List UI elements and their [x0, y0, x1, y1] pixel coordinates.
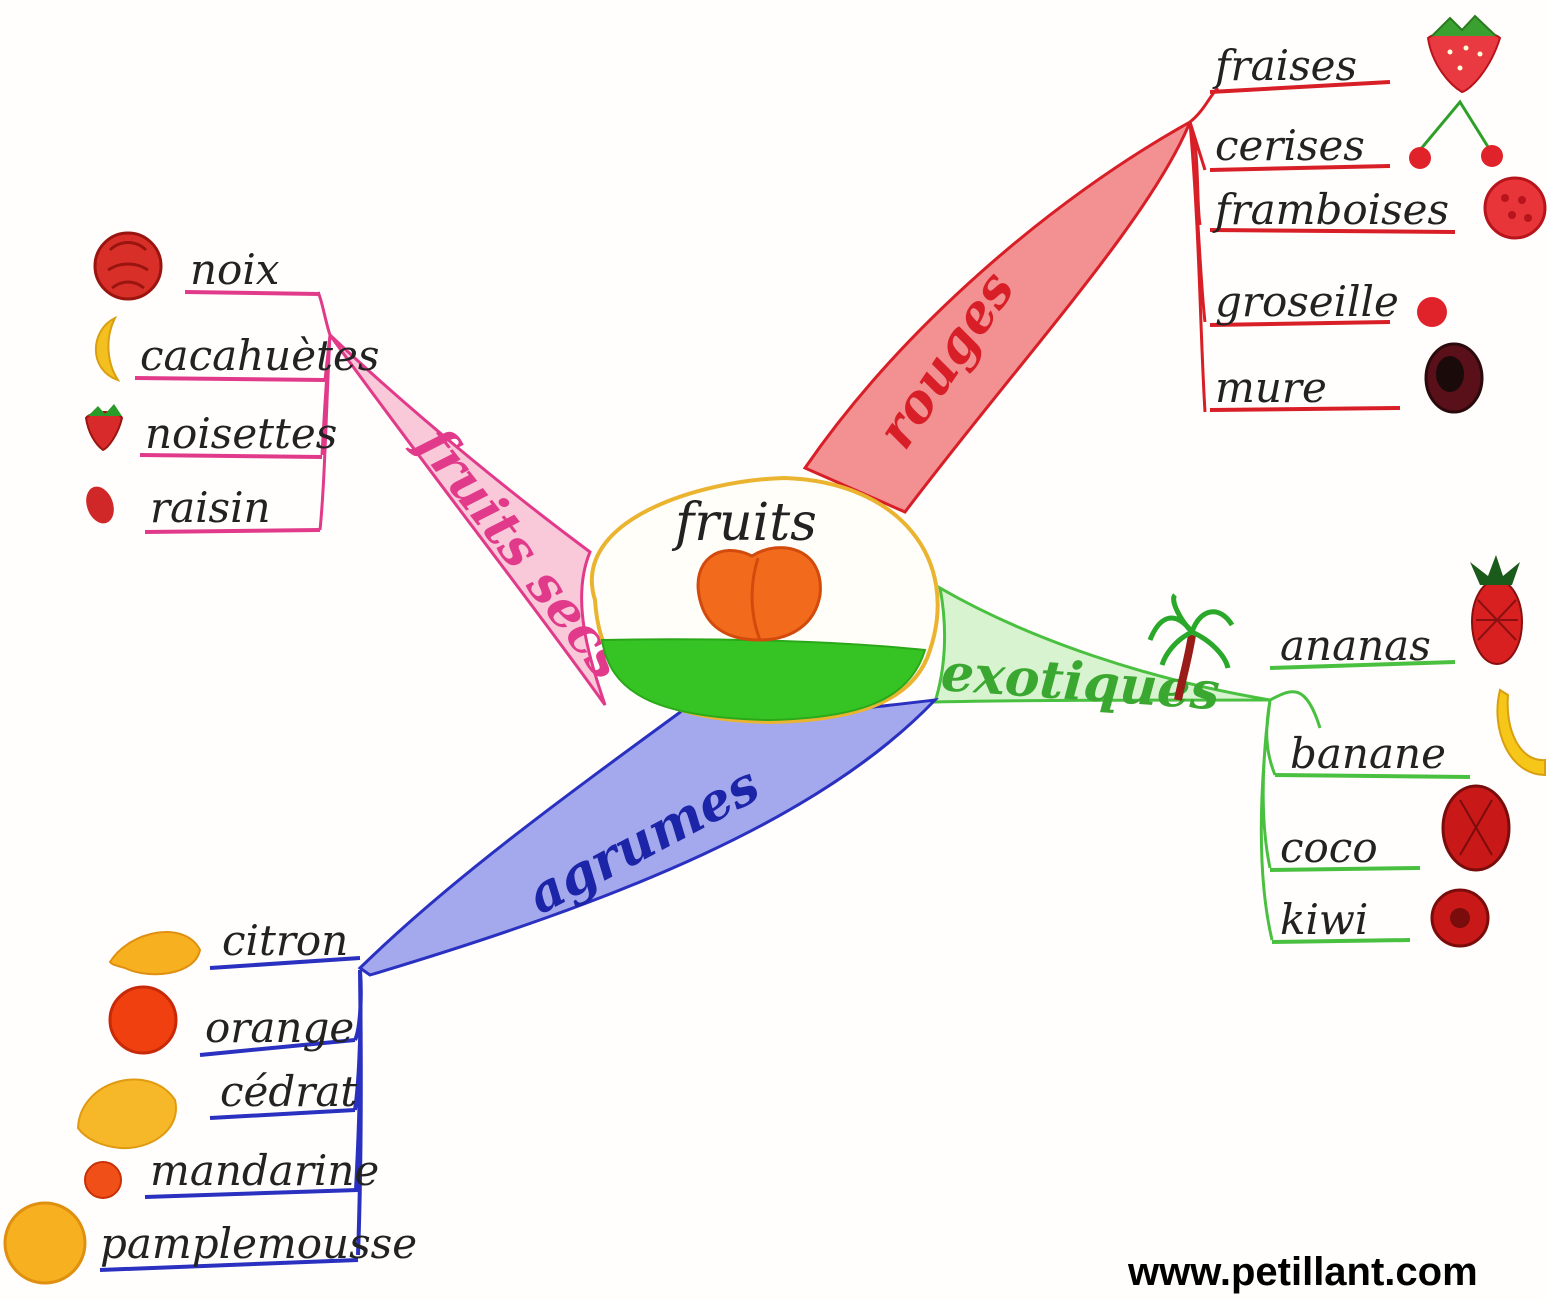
coconut-icon	[1441, 784, 1511, 872]
pineapple-icon	[1470, 555, 1523, 665]
citron-fruit-icon	[76, 1078, 177, 1150]
branch-fruits-secs: fruits secs noix cacahuètes noisettes ra…	[84, 231, 639, 706]
central-topic-label: fruits	[671, 493, 817, 553]
leaf-cedrat: cédrat	[220, 1067, 357, 1116]
leaf-banane: banane	[1290, 729, 1446, 778]
central-topic: fruits	[590, 475, 940, 725]
leaf-ananas: ananas	[1280, 621, 1431, 670]
banana-icon	[1496, 688, 1546, 777]
raspberry-icon	[1483, 176, 1547, 240]
branch-exotiques: exotiques ananas banane coco kiwi	[932, 555, 1546, 948]
raisin-icon	[86, 486, 114, 524]
strawberry-icon	[1426, 14, 1502, 94]
leaf-framboises: framboises	[1212, 185, 1449, 234]
leaf-citron: citron	[222, 916, 348, 965]
leaf-mure: mure	[1215, 363, 1327, 412]
center-fruit-icon	[696, 546, 822, 642]
blackberry-icon	[1424, 342, 1484, 414]
cherries-icon	[1409, 99, 1503, 169]
leaf-noisettes: noisettes	[145, 409, 337, 458]
leaf-raisin: raisin	[150, 483, 271, 532]
leaf-fraises: fraises	[1212, 41, 1357, 90]
leaf-groseille: groseille	[1215, 277, 1399, 326]
leaf-orange: orange	[205, 1003, 354, 1052]
kiwi-icon	[1430, 888, 1490, 948]
leaf-pamplemousse: pamplemousse	[100, 1219, 417, 1268]
leaf-cacahuetes: cacahuètes	[140, 331, 379, 380]
mandarin-icon	[84, 1161, 122, 1199]
branch-fruits-secs-band	[328, 333, 607, 706]
leaf-kiwi: kiwi	[1280, 895, 1368, 944]
leaf-mandarine: mandarine	[150, 1146, 379, 1195]
credit-url[interactable]: www.petillant.com	[1128, 1250, 1478, 1294]
walnut-icon	[93, 231, 163, 301]
orange-icon	[108, 985, 178, 1055]
grapefruit-icon	[3, 1201, 87, 1285]
leaf-coco: coco	[1280, 823, 1378, 872]
branch-agrumes: agrumes citron orange cédrat mandarine p…	[3, 698, 939, 1285]
palm-tree-icon	[1147, 593, 1235, 701]
branch-exotiques-band	[932, 585, 1271, 704]
redcurrant-icon	[1417, 297, 1447, 327]
leaf-noix: noix	[190, 245, 280, 294]
peanut-icon	[94, 315, 121, 382]
hazelnut-icon	[84, 404, 124, 452]
lemon-icon	[108, 931, 202, 976]
branch-rouges: rouges fraises cerises framboises grosei…	[802, 14, 1547, 514]
leaf-cerises: cerises	[1215, 121, 1365, 170]
